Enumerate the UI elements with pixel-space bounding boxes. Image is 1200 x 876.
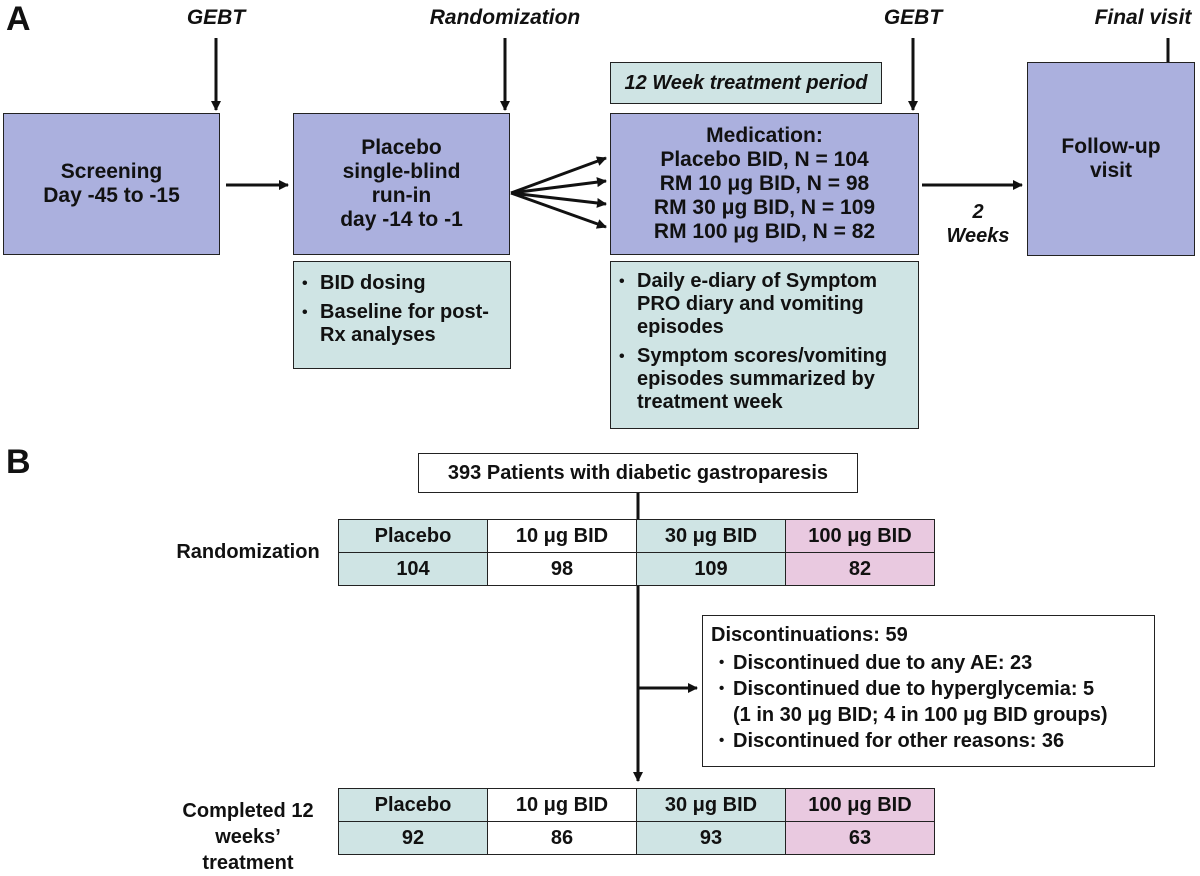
- panel-b-letter: B: [6, 443, 31, 481]
- placebo-line-4: day -14 to -1: [340, 208, 463, 231]
- medication-title: Medication:: [706, 124, 823, 147]
- fan-arrow-2: [510, 177, 607, 195]
- runin-note-2: Baseline for post-Rx analyses: [298, 301, 502, 347]
- table-row: 92 86 93 63: [338, 821, 935, 855]
- panel-a-letter: A: [6, 0, 31, 38]
- randomization-row-label: Randomization: [176, 541, 320, 563]
- gebt-label-2: GEBT: [883, 6, 943, 29]
- gebt-label-1: GEBT: [186, 6, 246, 29]
- completed-header-30: 30 μg BID: [636, 788, 786, 822]
- randomized-100: 82: [785, 552, 935, 586]
- fan-arrow-1: [510, 156, 607, 195]
- placebo-line-1: Placebo: [361, 136, 442, 159]
- completed-10: 86: [487, 821, 637, 855]
- medication-line-30: RM 30 μg BID, N = 109: [653, 196, 876, 219]
- table-row: 104 98 109 82: [338, 552, 935, 586]
- completed-header-placebo: Placebo: [338, 788, 488, 822]
- completed-header-10: 10 μg BID: [487, 788, 637, 822]
- completed-label-line-2: weeks’ treatment: [202, 826, 294, 874]
- fan-arrow-4: [510, 191, 607, 229]
- followup-box: Follow-up visit: [1027, 62, 1195, 256]
- discontinuations-title: Discontinuations: 59: [711, 624, 908, 646]
- runin-notes-box: BID dosing Baseline for post-Rx analyses: [293, 261, 511, 369]
- discontinuation-hyperglycemia-note: (1 in 30 μg BID; 4 in 100 μg BID groups): [733, 704, 1108, 726]
- completed-100: 63: [785, 821, 935, 855]
- group-header-30: 30 μg BID: [636, 519, 786, 553]
- medication-line-10: RM 10 μg BID, N = 98: [659, 172, 870, 195]
- placebo-line-3: run-in: [371, 184, 432, 207]
- completed-header-100: 100 μg BID: [785, 788, 935, 822]
- medication-box: Medication: Placebo BID, N = 104 RM 10 μ…: [610, 113, 919, 255]
- discontinuation-item-other: Discontinued for other reasons: 36: [711, 728, 1146, 754]
- treatment-note-2: Symptom scores/vomiting episodes summari…: [615, 345, 910, 414]
- screening-title: Screening: [60, 160, 163, 183]
- group-header-100: 100 μg BID: [785, 519, 935, 553]
- group-header-placebo: Placebo: [338, 519, 488, 553]
- group-header-10: 10 μg BID: [487, 519, 637, 553]
- fan-arrow-3: [510, 191, 607, 208]
- patients-text: 393 Patients with diabetic gastroparesis: [447, 461, 829, 484]
- randomized-30: 109: [636, 552, 786, 586]
- placebo-line-2: single-blind: [342, 160, 461, 183]
- completed-placebo: 92: [338, 821, 488, 855]
- randomized-placebo: 104: [338, 552, 488, 586]
- randomization-label: Randomization: [429, 6, 581, 29]
- completed-row-label: Completed 12 weeks’ treatment: [168, 798, 328, 876]
- table-row: Placebo 10 μg BID 30 μg BID 100 μg BID: [338, 788, 935, 822]
- medication-line-placebo: Placebo BID, N = 104: [660, 148, 869, 171]
- randomized-10: 98: [487, 552, 637, 586]
- runin-note-1: BID dosing: [298, 272, 502, 295]
- followup-line-1: Follow-up: [1061, 135, 1161, 158]
- final-visit-label: Final visit: [1094, 6, 1192, 29]
- weeks-number: 2: [972, 201, 984, 223]
- discontinuation-item-ae: Discontinued due to any AE: 23: [711, 650, 1146, 676]
- discontinuation-item-hyperglycemia: Discontinued due to hyperglycemia: 5: [711, 676, 1146, 702]
- placebo-runin-box: Placebo single-blind run-in day -14 to -…: [293, 113, 510, 255]
- screening-box: Screening Day -45 to -15: [3, 113, 220, 255]
- treatment-period-label: 12 Week treatment period: [610, 62, 882, 104]
- treatment-note-1: Daily e-diary of Symptom PRO diary and v…: [615, 270, 910, 339]
- treatment-notes-box: Daily e-diary of Symptom PRO diary and v…: [610, 261, 919, 429]
- two-weeks-label: 2 Weeks: [938, 200, 1018, 248]
- medication-line-100: RM 100 μg BID, N = 82: [653, 220, 876, 243]
- discontinuations-box: Discontinuations: 59 Discontinued due to…: [702, 615, 1155, 767]
- followup-line-2: visit: [1089, 159, 1133, 182]
- screening-days: Day -45 to -15: [43, 184, 180, 207]
- table-row: Placebo 10 μg BID 30 μg BID 100 μg BID: [338, 519, 935, 553]
- completed-30: 93: [636, 821, 786, 855]
- weeks-word: Weeks: [946, 225, 1010, 247]
- completed-label-line-1: Completed 12: [182, 800, 314, 822]
- randomization-table: Placebo 10 μg BID 30 μg BID 100 μg BID 1…: [338, 519, 935, 586]
- completed-table: Placebo 10 μg BID 30 μg BID 100 μg BID 9…: [338, 788, 935, 855]
- patients-box: 393 Patients with diabetic gastroparesis: [418, 453, 858, 493]
